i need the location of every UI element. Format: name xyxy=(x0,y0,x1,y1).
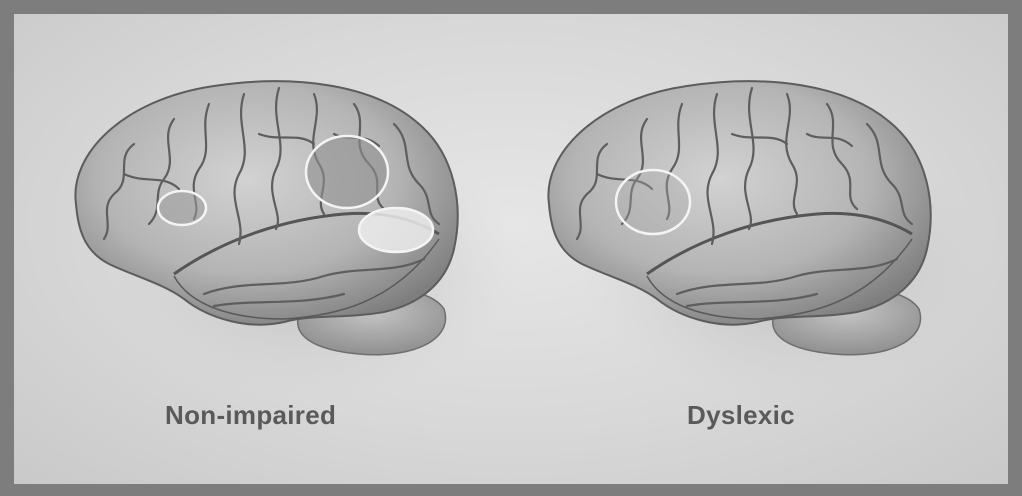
figure-panel: Non-impaired Dyslexic xyxy=(14,14,1008,484)
region-parieto-temporal xyxy=(306,136,388,208)
caption-non-impaired: Non-impaired xyxy=(165,400,336,431)
brain-illustrations xyxy=(14,14,1008,484)
region-inferior-frontal xyxy=(158,191,206,225)
region-occipito-temporal xyxy=(359,208,433,252)
caption-dyslexic: Dyslexic xyxy=(687,400,795,431)
brain-dyslexic xyxy=(548,81,989,399)
region-inferior-frontal xyxy=(616,170,690,234)
brain-non-impaired xyxy=(75,81,519,399)
highlighted-regions-dyslexic xyxy=(616,170,690,234)
